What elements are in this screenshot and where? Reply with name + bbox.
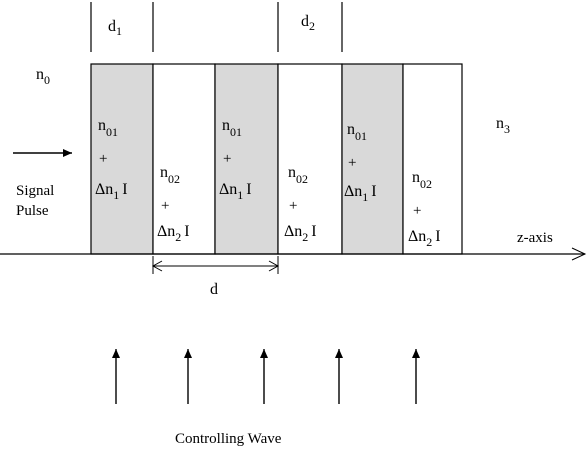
z-axis-arrowhead [571,247,587,261]
signal-label: Signal [16,183,54,199]
svg-text:n02: n02 [412,169,432,191]
period-arrowhead-right [268,260,280,272]
period-label: d [210,281,218,298]
z-axis-label: z-axis [517,230,553,246]
svg-text:n01: n01 [222,117,242,139]
svg-text:+: + [161,198,169,214]
svg-text:n02: n02 [160,164,180,186]
layer-6-low-index [402,63,463,255]
pulse-label: Pulse [16,203,49,219]
layer-4-low-index [277,63,343,255]
n0-label: n0 [36,66,50,87]
svg-text:+: + [348,155,356,171]
n3-label: n3 [496,115,510,136]
d1-label: d1 [108,18,122,38]
layer-2-low-index [152,63,216,255]
svg-text:+: + [289,198,297,214]
layer-5-high-index [341,63,404,255]
layer-3-high-index [214,63,279,255]
controlling-wave-label: Controlling Wave [175,431,282,447]
svg-text:+: + [413,203,421,219]
layer-1-high-index [90,63,154,255]
d2-label: d2 [301,13,315,33]
svg-text:+: + [99,151,107,167]
controlling-wave-arrows [112,349,420,404]
svg-text:n01: n01 [347,121,367,143]
svg-text:+: + [223,151,231,167]
svg-text:n02: n02 [288,164,308,186]
svg-text:n01: n01 [98,117,118,139]
period-arrowhead-left [151,260,163,272]
